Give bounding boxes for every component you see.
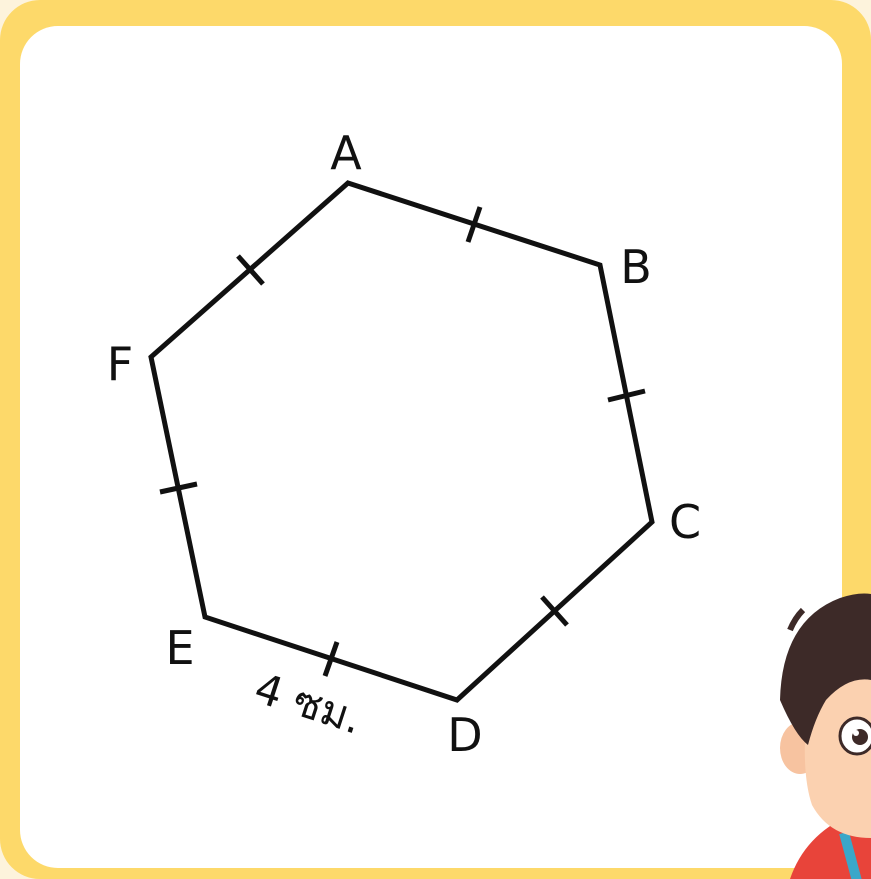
hexagon-outline (148, 180, 655, 703)
hair-tuft (787, 607, 806, 632)
vertex-label-a: A (330, 126, 362, 180)
vertex-label-e: E (165, 621, 194, 675)
vertex-label-d: D (447, 708, 482, 762)
boy-hair (780, 593, 871, 745)
tick-mark-ab (465, 206, 483, 243)
content-card (20, 26, 842, 868)
tick-mark-de (322, 641, 340, 677)
vertex-label-f: F (107, 337, 133, 391)
eye-highlight (853, 730, 859, 736)
vertex-label-b: B (620, 240, 652, 294)
vertex-label-c: C (669, 495, 701, 549)
tick-mark-cd (540, 595, 569, 627)
boy-face (804, 668, 871, 838)
pencil-icon (839, 831, 862, 879)
tick-mark-bc (607, 388, 646, 403)
tick-mark-fa (236, 254, 265, 286)
tick-mark-ef (159, 481, 198, 495)
